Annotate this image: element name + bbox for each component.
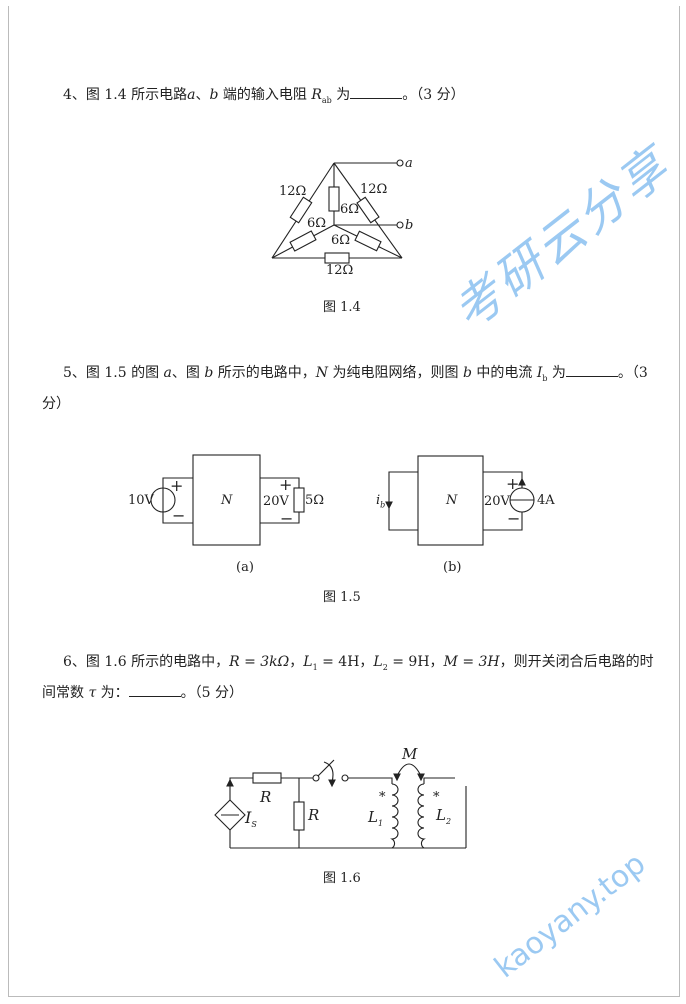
answer-blank	[350, 86, 403, 99]
dot-marker-l2: *	[433, 790, 440, 805]
q-text: ，则开关闭合后电路的时	[499, 654, 654, 670]
label-ib: ib	[376, 493, 386, 510]
q-var: N	[315, 365, 329, 381]
l1-sub: 1	[377, 819, 384, 828]
minus-sign: −	[507, 509, 521, 528]
q-var: L	[303, 654, 313, 670]
q-text: = 4H	[317, 654, 360, 670]
q-sub: b	[542, 373, 548, 383]
label-12ohm-bottom: 12Ω	[326, 263, 354, 278]
figure-1-5a-circuit	[150, 454, 305, 546]
q-number: 6、	[63, 654, 86, 670]
q-var: R = 3kΩ	[229, 654, 290, 670]
figure-1-6-caption: 图 1.6	[323, 871, 361, 886]
q-text: 为	[547, 365, 566, 381]
label-12ohm-right: 12Ω	[360, 182, 388, 197]
q-text: 为：	[96, 685, 129, 701]
label-5ohm: 5Ω	[305, 493, 325, 508]
figure-1-5-caption: 图 1.5	[323, 590, 361, 605]
page-border	[8, 6, 680, 997]
q-sub: ab	[321, 95, 332, 105]
q-text: 间常数	[42, 685, 89, 701]
dot-marker-l1: *	[379, 790, 386, 805]
q-text: 图 1.5 的图	[85, 365, 164, 381]
l1-var: L	[368, 808, 378, 826]
answer-blank	[565, 364, 618, 377]
q-var: τ	[88, 685, 97, 701]
figure-1-4-caption: 图 1.4	[323, 300, 361, 315]
minus-sign: −	[172, 506, 186, 525]
label-6ohm-vertical: 6Ω	[340, 202, 360, 217]
question-5: 5、图 1.5 的图 a、图 b 所示的电路中，N 为纯电阻网络，则图 b 中的…	[63, 364, 648, 382]
q-number: 4、	[63, 87, 86, 103]
figure-1-5b-circuit	[385, 455, 535, 546]
answer-blank	[128, 684, 181, 697]
is-sub: S	[251, 820, 257, 830]
figure-1-6-circuit	[214, 759, 467, 849]
question-6: 6、图 1.6 所示的电路中，R = 3kΩ，L1 = 4H，L2 = 9H，M…	[63, 654, 654, 672]
question-6-line2: 间常数 τ 为： 。（5 分）	[42, 684, 243, 702]
q-text: = 9H	[387, 654, 430, 670]
label-m: M	[402, 745, 418, 763]
q-var: M = 3H	[443, 654, 500, 670]
label-is: IS	[245, 808, 257, 830]
l2-sub: 2	[445, 817, 452, 826]
q-text: 所示的电路中，	[213, 365, 316, 381]
question-4: 4、图 1.4 所示电路a、b 端的输入电阻 Rab 为 。（3 分）	[63, 86, 465, 104]
q-text: 。（3	[617, 365, 648, 381]
label-r-series: R	[260, 788, 272, 806]
label-10v: 10V	[128, 493, 154, 508]
q-var: b	[204, 365, 214, 381]
q-var: R	[311, 87, 322, 103]
subfigure-b-label: (b)	[443, 560, 462, 575]
q-text: 中的电流	[471, 365, 537, 381]
label-12ohm-left: 12Ω	[279, 184, 307, 199]
q-var: L	[373, 654, 383, 670]
question-5-line2: 分）	[42, 396, 70, 412]
is-var: I	[245, 808, 252, 827]
network-n-label-a: N	[221, 493, 233, 508]
q-var: b	[462, 365, 472, 381]
label-l1: L1	[368, 808, 384, 828]
label-r-shunt: R	[308, 806, 320, 824]
label-20v-a: 20V	[263, 494, 289, 509]
q-text: 。（3 分）	[402, 87, 465, 103]
figure-1-4-circuit	[271, 159, 404, 264]
plus-sign: +	[506, 474, 520, 493]
q-text: 、	[195, 87, 210, 103]
q-text: 图 1.4 所示电路	[85, 87, 188, 103]
subfigure-a-label: (a)	[236, 560, 254, 575]
ib-var: i	[376, 493, 381, 508]
terminal-a-label: a	[405, 156, 413, 171]
label-6ohm-left: 6Ω	[307, 216, 327, 231]
q-text: 为	[331, 87, 351, 103]
network-n-label-b: N	[446, 493, 458, 508]
plus-sign: +	[279, 475, 293, 494]
label-l2: L2	[436, 806, 452, 826]
label-6ohm-right: 6Ω	[331, 233, 351, 248]
l2-var: L	[436, 806, 446, 824]
ib-sub: b	[380, 500, 386, 510]
q-text: 、图	[171, 365, 205, 381]
q-var: I	[536, 365, 543, 381]
minus-sign: −	[280, 509, 294, 528]
terminal-b-label: b	[405, 218, 414, 233]
q-var: a	[163, 365, 172, 381]
label-4a: 4A	[537, 493, 555, 508]
q-text: 端的输入电阻	[218, 87, 312, 103]
q-text: 。（5 分）	[180, 685, 244, 701]
q-var: b	[209, 87, 219, 103]
q-number: 5、	[63, 365, 86, 381]
q-text: 图 1.6 所示的电路中，	[85, 654, 230, 670]
label-20v-b: 20V	[484, 494, 510, 509]
plus-sign: +	[170, 476, 184, 495]
q-text: 为纯电阻网络，则图	[328, 365, 463, 381]
q-var: a	[187, 87, 196, 103]
